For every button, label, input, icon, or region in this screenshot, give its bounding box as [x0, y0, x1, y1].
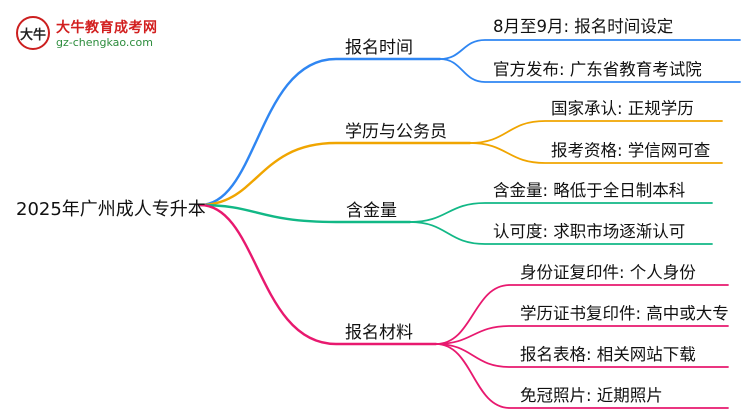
leaf-label: 身份证复印件: 个人身份: [520, 263, 696, 282]
branch-label: 学历与公务员: [345, 122, 447, 142]
branch-connector: [198, 141, 472, 207]
leaf-label: 认可度: 求职市场逐渐认可: [493, 222, 686, 241]
root-topic: 2025年广州成人专升本: [16, 199, 206, 220]
leaf-label: 含金量: 略低于全日制本科: [493, 181, 686, 200]
leaf-connector: [435, 284, 729, 345]
branch-label: 报名时间: [345, 38, 413, 58]
leaf-label: 8月至9月: 报名时间设定: [493, 17, 674, 36]
leaf-label: 国家承认: 正规学历: [551, 99, 694, 118]
leaf-connector: [469, 120, 723, 144]
leaf-connector: [435, 325, 729, 345]
branch-connector: [198, 203, 438, 346]
logo-name: 大牛教育成考网: [56, 20, 158, 36]
leaf-label: 报名表格: 相关网站下载: [520, 345, 696, 364]
branch-connector: [198, 203, 412, 224]
branch-label: 报名材料: [345, 323, 413, 343]
leaf-connector: [409, 221, 713, 245]
leaf-label: 官方发布: 广东省教育考试院: [493, 60, 702, 79]
logo-badge-icon: 大牛: [16, 16, 50, 50]
leaf-label: 免冠照片: 近期照片: [520, 386, 663, 405]
leaf-connector: [439, 58, 741, 83]
logo-url: gz-chengkao.com: [56, 36, 153, 49]
branch-label: 含金量: [346, 201, 397, 221]
leaf-connector: [435, 343, 729, 409]
leaf-connector: [435, 343, 729, 368]
site-logo[interactable]: 大牛 大牛教育成考网 gz-chengkao.com: [16, 16, 176, 52]
leaf-connector: [439, 39, 741, 60]
branch-connector: [198, 57, 442, 207]
leaf-connector: [409, 202, 713, 223]
leaf-label: 报考资格: 学信网可查: [551, 141, 711, 160]
leaf-label: 学历证书复印件: 高中或大专: [520, 304, 729, 323]
leaf-connector: [469, 142, 723, 164]
